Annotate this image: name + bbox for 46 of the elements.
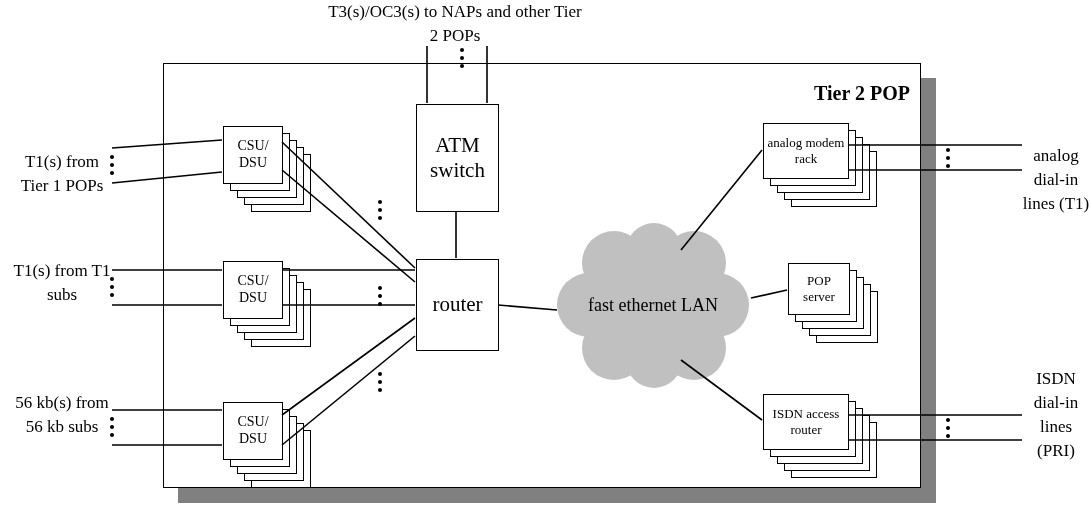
connector-line (111, 304, 223, 306)
stacked-device-card (788, 263, 850, 315)
line-label: T1(s) from T1 subs (12, 260, 112, 306)
connector-line (847, 439, 1023, 441)
connector-line (847, 144, 1023, 146)
connector-line (455, 210, 457, 259)
connector-line (680, 149, 763, 251)
line-label: analog dial-in lines (T1) (1022, 145, 1090, 215)
line-label: T1(s) from Tier 1 POPs (19, 151, 105, 197)
device-box (416, 259, 499, 351)
connector-line (486, 45, 488, 104)
node-label: fast ethernet LAN (588, 294, 718, 317)
device-box (416, 104, 499, 212)
node-label: analog modem rack (766, 135, 846, 167)
line-label: 56 kb(s) from 56 kb subs (14, 392, 110, 438)
stacked-device-card (763, 123, 849, 179)
connector-line (111, 171, 223, 184)
connector-line (750, 289, 788, 299)
stacked-device-card (223, 402, 283, 460)
node-label: ISDN access router (771, 406, 841, 438)
node-label: ATM switch (429, 132, 486, 184)
node-label: CSU/ DSU (236, 138, 270, 172)
line-label: T3(s)/OC3(s) to NAPs and other Tier 2 POPs (327, 1, 583, 47)
connector-line (281, 304, 416, 306)
connector-line (426, 45, 428, 104)
node-label: router (432, 292, 483, 318)
line-label: ISDN dial-in lines (PRI) (1032, 368, 1080, 462)
stacked-device-card (223, 126, 283, 184)
node-label: POP server (802, 273, 836, 305)
connector-line (281, 169, 416, 283)
node-label: CSU/ DSU (236, 414, 270, 448)
frame-title: Tier 2 POP (814, 82, 910, 105)
connector-line (497, 304, 558, 311)
connector-line (281, 269, 416, 271)
connector-line (111, 269, 223, 271)
connector-line (111, 139, 223, 149)
stacked-device-card (223, 261, 283, 319)
connector-line (847, 414, 1023, 416)
connector-line (847, 169, 1023, 171)
stacked-device-card (763, 394, 849, 450)
connector-line (281, 317, 416, 416)
connector-line (680, 359, 763, 421)
connector-line (111, 444, 223, 446)
node-label: CSU/ DSU (236, 273, 270, 307)
connector-line (281, 141, 416, 269)
connector-line (111, 409, 223, 411)
